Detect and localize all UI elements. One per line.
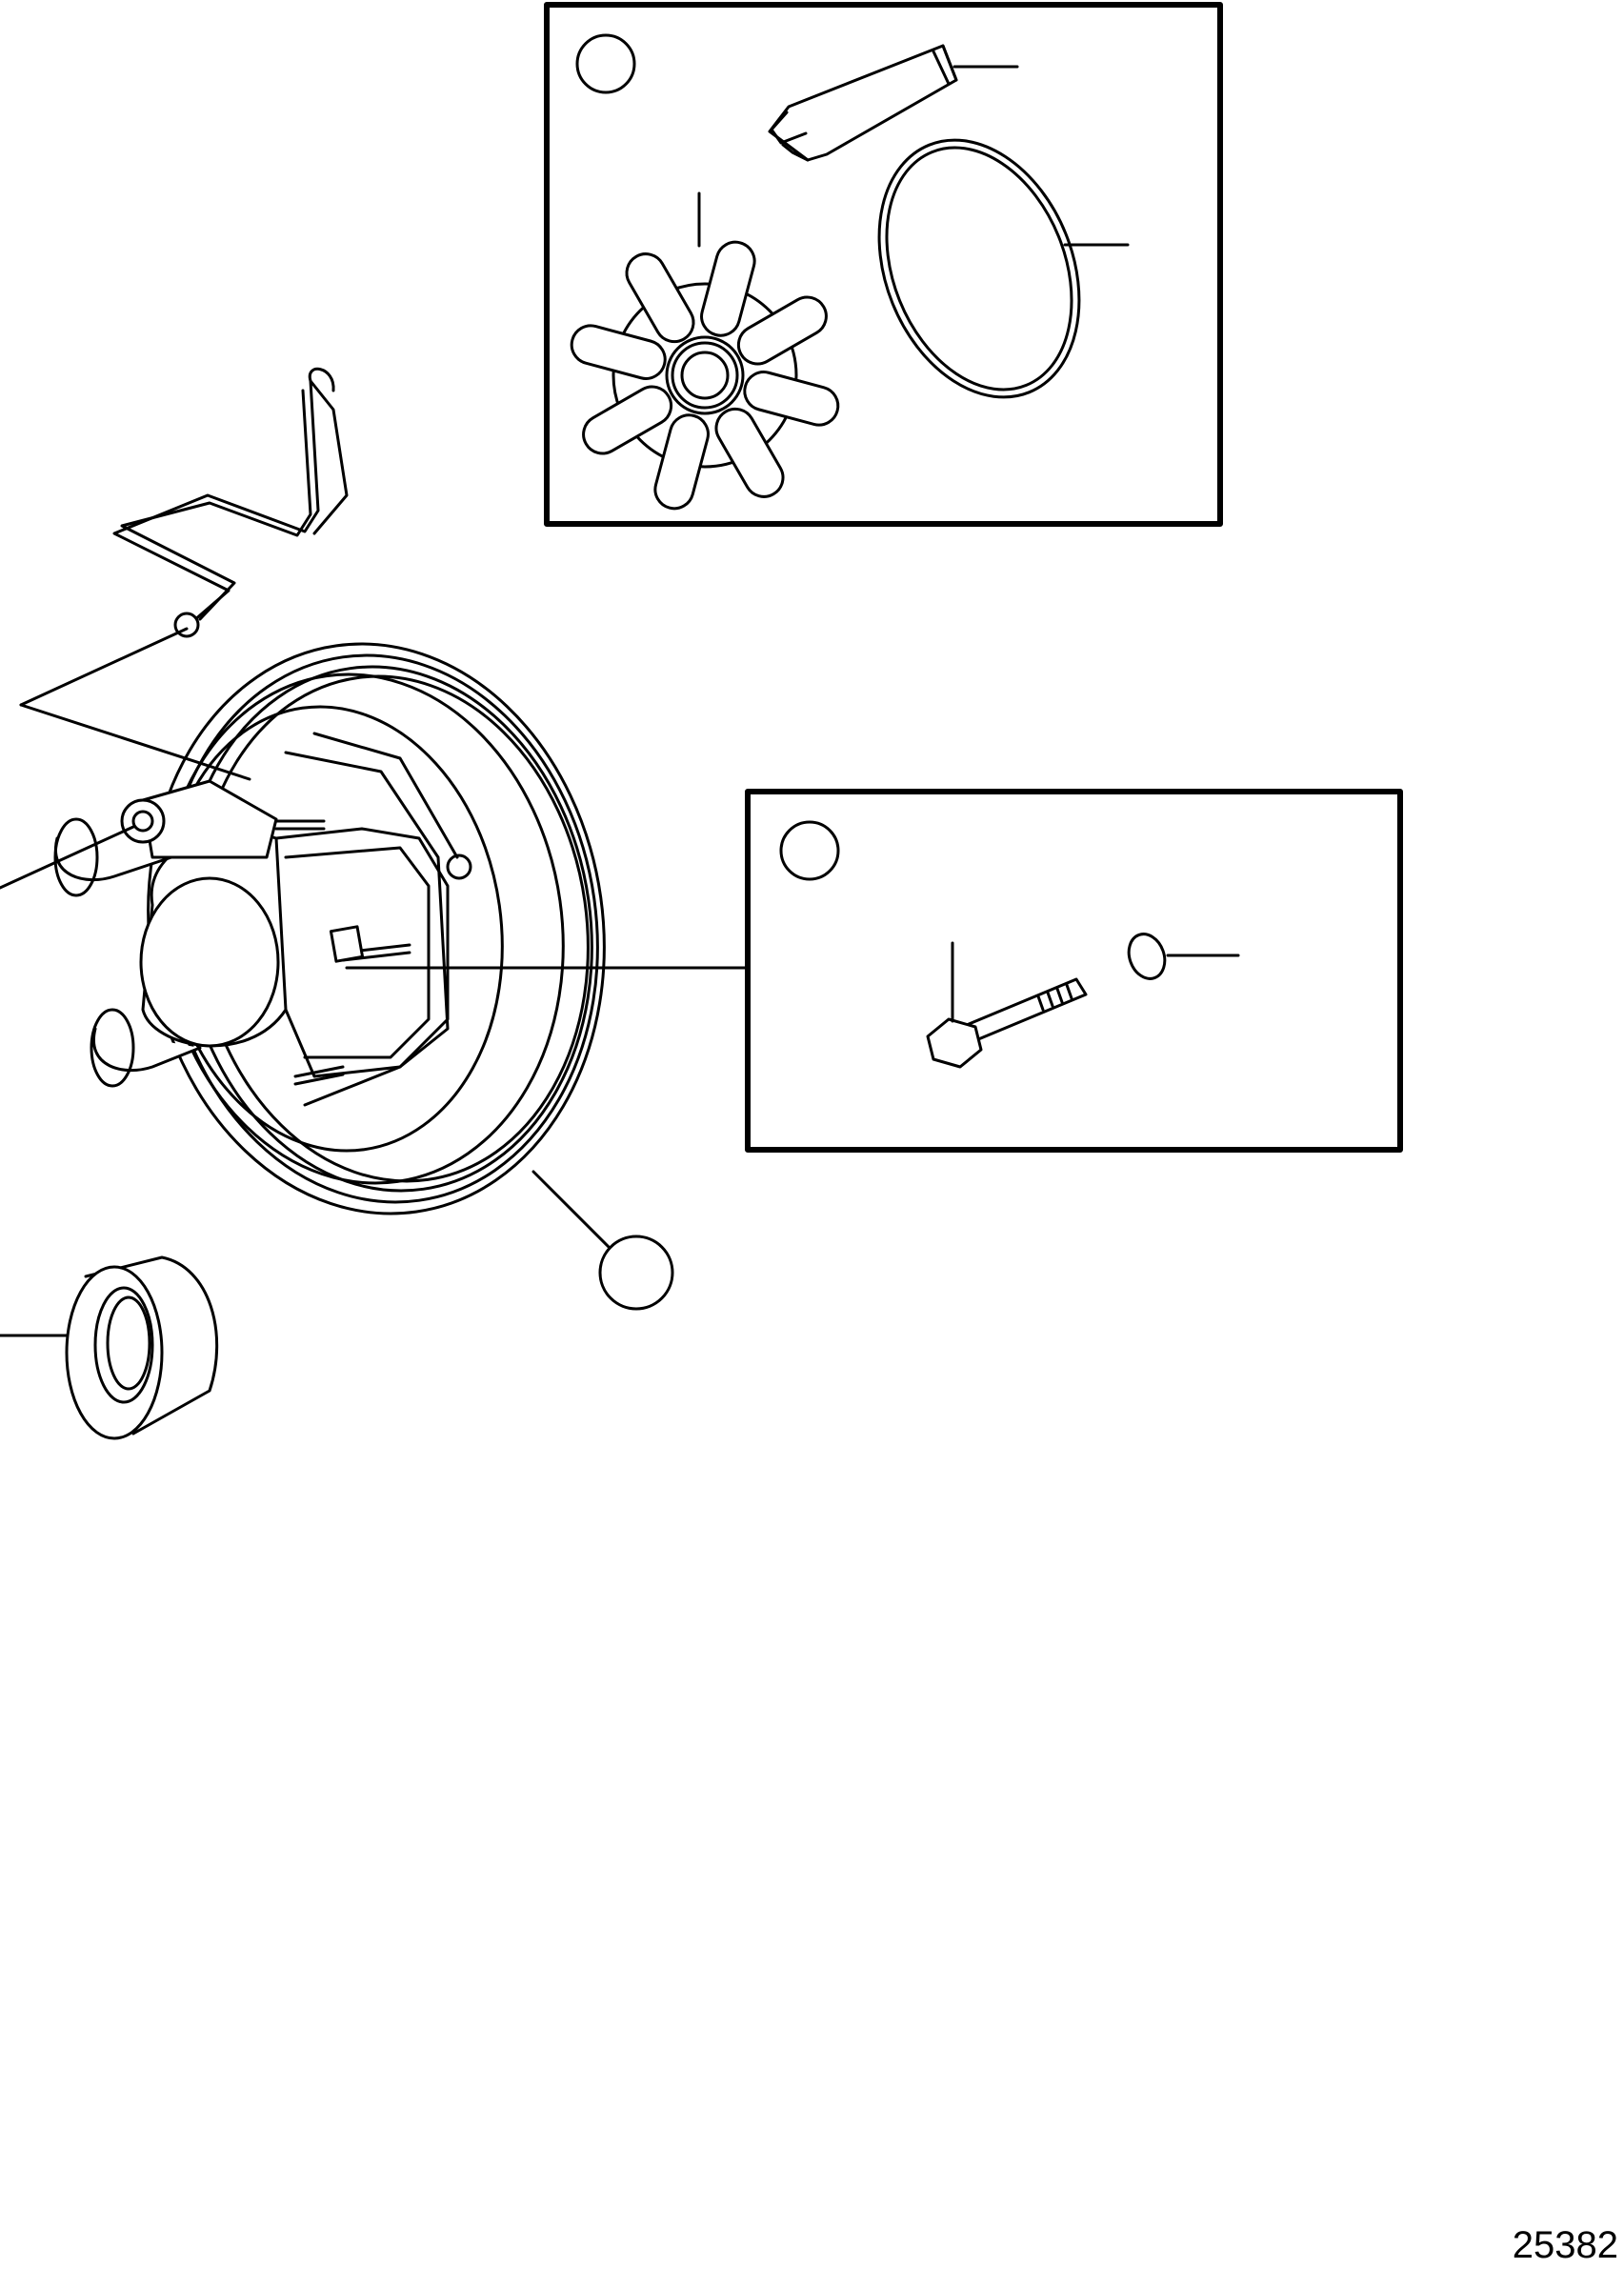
o-ring-large[interactable] [843, 110, 1130, 427]
seawater-pump-assembly[interactable] [0, 614, 750, 1311]
shaft-seal[interactable] [0, 1255, 219, 1440]
figure-number: 25382 [1512, 2224, 1618, 2266]
pulley-leader-line [531, 1170, 612, 1250]
impeller-kit-box [544, 2, 1223, 527]
screw[interactable] [926, 941, 1088, 1069]
kit-callout-circle-2 [779, 820, 840, 881]
hose-leader-line [19, 627, 189, 707]
screw-kit-box [745, 789, 1403, 1153]
o-ring-small[interactable] [1123, 929, 1240, 983]
hose-leader-line-2 [19, 703, 251, 781]
kit-callout-circle [575, 33, 636, 94]
impeller[interactable] [568, 191, 843, 512]
lubricant-tube[interactable] [768, 44, 1019, 162]
pulley-callout-circle [598, 1235, 674, 1311]
water-hose[interactable] [112, 367, 349, 638]
pump-leader-line [0, 825, 135, 890]
